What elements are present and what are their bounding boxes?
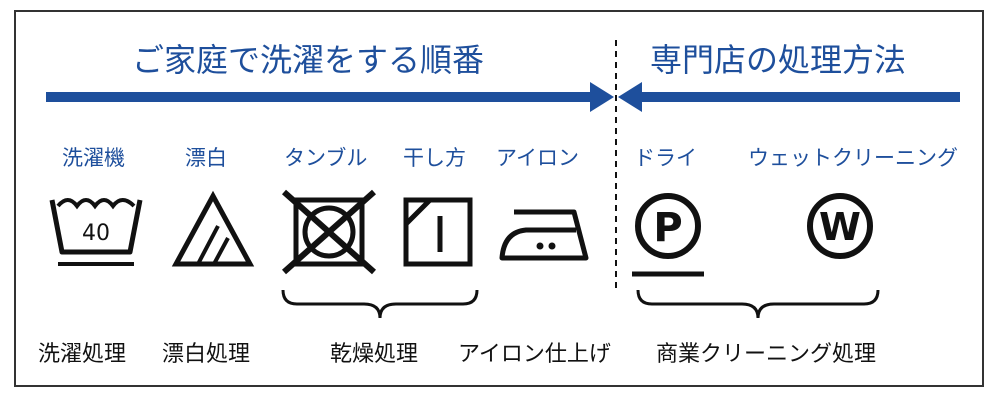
wet-clean-w-icon: W bbox=[807, 193, 873, 259]
category-bleach: 漂白処理 bbox=[162, 342, 251, 367]
wash-tub-icon: 40 bbox=[49, 198, 143, 266]
line-dry-shade-icon bbox=[403, 197, 473, 267]
label-drying: 干し方 bbox=[403, 146, 466, 170]
tumble-dry-prohibited-icon bbox=[282, 189, 376, 275]
category-wash: 洗濯処理 bbox=[38, 342, 127, 367]
pro-arrow bbox=[618, 82, 960, 112]
wet-letter-text: W bbox=[819, 205, 861, 249]
category-iron: アイロン仕上げ bbox=[458, 342, 611, 367]
label-tumble: タンブル bbox=[284, 146, 368, 170]
label-iron: アイロン bbox=[496, 146, 579, 170]
label-wet-clean: ウェットクリーニング bbox=[748, 146, 958, 170]
dry-letter-text: P bbox=[653, 205, 682, 251]
home-wash-heading: ご家庭で洗濯をする順番 bbox=[132, 41, 485, 79]
bleach-triangle-icon bbox=[171, 190, 255, 267]
iron-medium-icon bbox=[499, 209, 589, 261]
label-bleach: 漂白 bbox=[185, 146, 227, 170]
label-dry-clean: ドライ bbox=[634, 146, 697, 170]
commercial-bracket bbox=[636, 289, 880, 319]
home-arrow bbox=[46, 82, 614, 112]
diagram-frame bbox=[14, 10, 984, 387]
wash-temp-text: 40 bbox=[82, 221, 110, 246]
label-washer: 洗濯機 bbox=[62, 146, 125, 170]
category-commercial: 商業クリーニング処理 bbox=[656, 342, 877, 367]
dry-clean-p-icon: P bbox=[632, 193, 704, 277]
dry-bracket bbox=[281, 289, 479, 319]
category-dry: 乾燥処理 bbox=[330, 342, 419, 367]
professional-care-heading: 専門店の処理方法 bbox=[650, 41, 907, 79]
